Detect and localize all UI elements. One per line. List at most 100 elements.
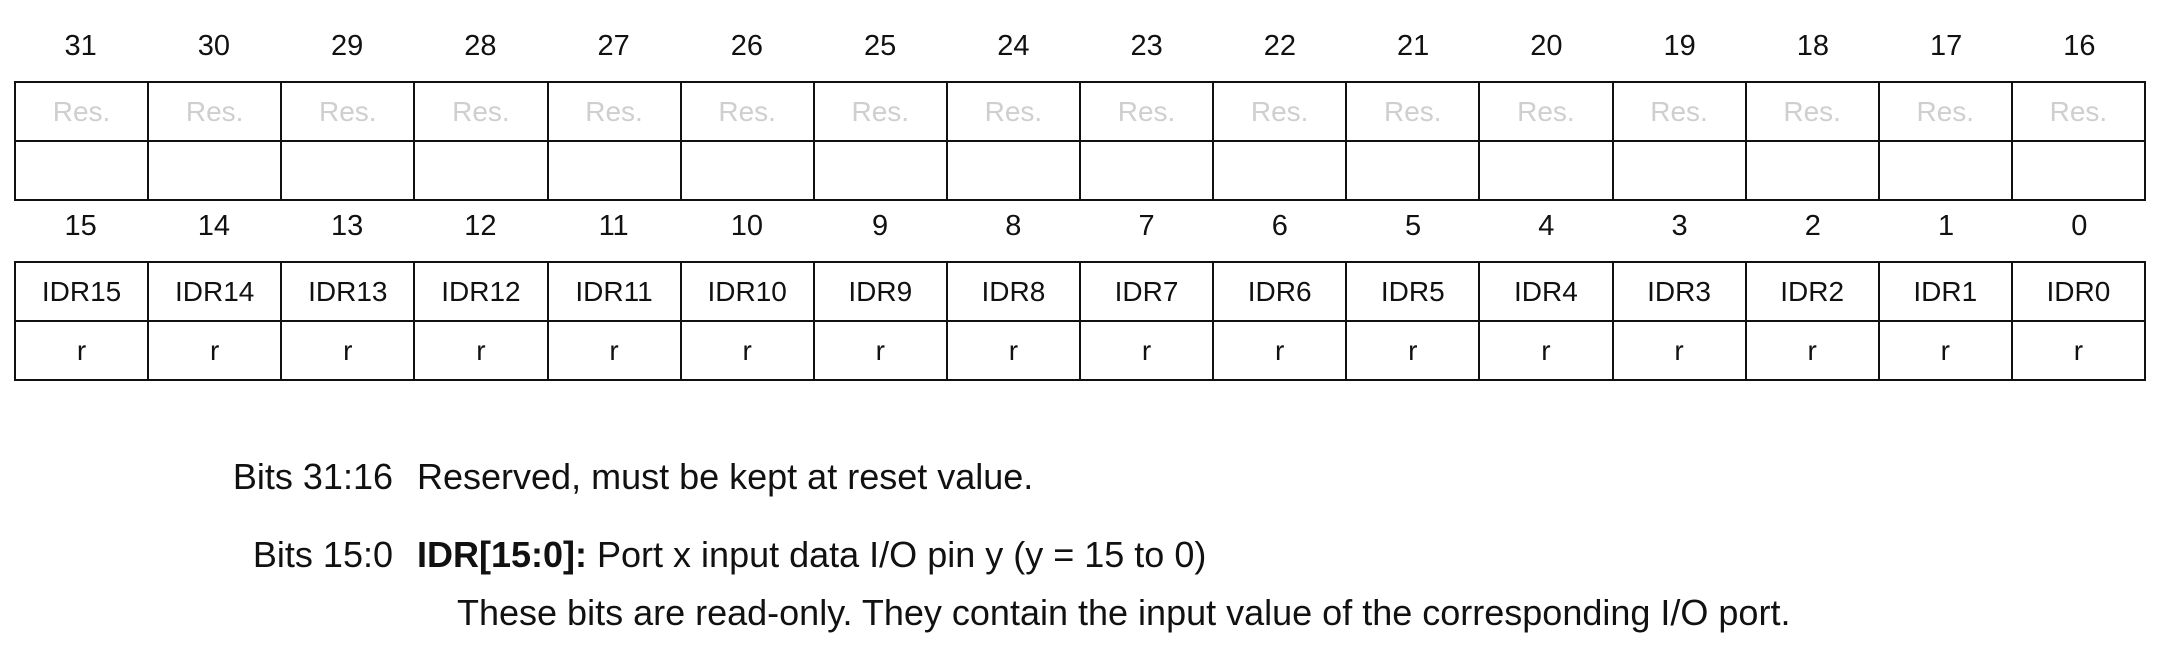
idr-access-cell: r (147, 320, 283, 381)
idr-access-cell: r (1744, 320, 1880, 381)
reserved-access-cell (280, 140, 416, 201)
lower-bit-number: 9 (872, 210, 889, 242)
reserved-field-cell: Res. (1744, 81, 1880, 142)
reserved-field-cell: Res. (1478, 81, 1614, 142)
lower-bit-number: 8 (1005, 210, 1022, 242)
upper-bit-number: 17 (1929, 30, 1963, 62)
idr-field-summary: Port x input data I/O pin y (y = 15 to 0… (587, 534, 1207, 575)
reserved-field-cell: Res. (2010, 81, 2147, 142)
reserved-access-cell (13, 140, 150, 201)
upper-register-table: Res.Res.Res.Res.Res.Res.Res.Res.Res.Res.… (13, 81, 2147, 201)
idr-access-cell: r (2010, 320, 2147, 381)
reserved-access-cell (413, 140, 549, 201)
idr-access-cell: r (812, 320, 948, 381)
reserved-access-cell (147, 140, 283, 201)
idr-access-cell: r (1212, 320, 1348, 381)
idr-field-cell: IDR6 (1212, 261, 1348, 322)
reserved-access-cell (812, 140, 948, 201)
idr-access-cell: r (413, 320, 549, 381)
reserved-access-cell (1212, 140, 1348, 201)
lower-bit-number: 1 (1938, 210, 1955, 242)
idr-field-cell: IDR5 (1345, 261, 1481, 322)
reserved-access-cell (945, 140, 1082, 201)
lower-bit-number: 14 (197, 210, 230, 242)
reserved-access-cell (1611, 140, 1747, 201)
idr-access-cell: r (280, 320, 416, 381)
idr-field-cell: IDR15 (13, 261, 150, 322)
reserved-field-cell: Res. (1345, 81, 1481, 142)
idr-access-cell: r (679, 320, 815, 381)
idr-field-cell: IDR11 (546, 261, 682, 322)
idr-field-cell: IDR13 (280, 261, 416, 322)
idr-field-cell: IDR0 (2010, 261, 2147, 322)
idr-bits-detail: These bits are read-only. They contain t… (457, 592, 1791, 633)
upper-bit-number: 30 (197, 30, 230, 62)
upper-bit-number: 25 (863, 30, 897, 62)
idr-bits-description: IDR[15:0]: Port x input data I/O pin y (… (417, 534, 1206, 576)
upper-bit-number: 31 (64, 30, 97, 62)
reserved-field-cell: Res. (413, 81, 549, 142)
idr-access-cell: r (1078, 320, 1215, 381)
idr-access-cell: r (13, 320, 150, 381)
idr-access-cell: r (1877, 320, 2013, 381)
reserved-access-cell (1345, 140, 1481, 201)
idr-field-cell: IDR1 (1877, 261, 2013, 322)
upper-bit-number: 19 (1663, 30, 1696, 62)
upper-bit-number: 29 (330, 30, 364, 62)
idr-field-cell: IDR3 (1611, 261, 1747, 322)
lower-bit-number: 0 (2071, 210, 2088, 242)
upper-bit-number: 21 (1396, 30, 1430, 62)
lower-bit-number: 15 (64, 210, 97, 242)
reserved-field-cell: Res. (280, 81, 416, 142)
reserved-access-cell (1877, 140, 2013, 201)
reserved-bits-description: Reserved, must be kept at reset value. (417, 456, 1034, 497)
upper-bit-number: 28 (464, 30, 497, 62)
idr-access-cell: r (1611, 320, 1747, 381)
lower-bit-number: 10 (730, 210, 763, 242)
idr-field-cell: IDR2 (1744, 261, 1880, 322)
reserved-field-cell: Res. (679, 81, 815, 142)
reserved-access-cell (1078, 140, 1215, 201)
lower-bit-number: 5 (1405, 210, 1422, 242)
idr-access-cell: r (1478, 320, 1614, 381)
lower-bit-number: 12 (464, 210, 497, 242)
lower-bit-number: 13 (330, 210, 364, 242)
reserved-field-cell: Res. (546, 81, 682, 142)
reserved-access-cell (1478, 140, 1614, 201)
upper-bit-number: 23 (1130, 30, 1163, 62)
reserved-access-cell (546, 140, 682, 201)
reserved-field-cell: Res. (1212, 81, 1348, 142)
reserved-field-cell: Res. (147, 81, 283, 142)
upper-bit-number: 20 (1530, 30, 1563, 62)
reserved-bits-label: Bits 31:16 (232, 456, 393, 497)
upper-bit-number: 26 (730, 30, 763, 62)
upper-bit-number: 18 (1796, 30, 1829, 62)
idr-access-cell: r (546, 320, 682, 381)
upper-field-row: Res.Res.Res.Res.Res.Res.Res.Res.Res.Res.… (13, 81, 2147, 142)
lower-bit-number: 2 (1804, 210, 1821, 242)
upper-bit-number: 24 (997, 30, 1030, 62)
idr-field-cell: IDR10 (679, 261, 815, 322)
reserved-access-cell (2010, 140, 2147, 201)
idr-field-cell: IDR9 (812, 261, 948, 322)
reserved-field-cell: Res. (1078, 81, 1215, 142)
idr-field-name: IDR[15:0]: (417, 534, 588, 575)
reserved-field-cell: Res. (1877, 81, 2013, 142)
idr-access-cell: r (945, 320, 1082, 381)
idr-field-cell: IDR14 (147, 261, 283, 322)
reserved-access-cell (679, 140, 815, 201)
reserved-field-cell: Res. (13, 81, 150, 142)
reserved-field-cell: Res. (1611, 81, 1747, 142)
upper-bit-number: 22 (1263, 30, 1296, 62)
upper-bit-number: 16 (2063, 30, 2096, 62)
idr-field-cell: IDR12 (413, 261, 549, 322)
idr-field-cell: IDR8 (945, 261, 1082, 322)
reserved-access-cell (1744, 140, 1880, 201)
lower-bit-number: 11 (598, 210, 629, 242)
idr-bits-label: Bits 15:0 (252, 534, 393, 575)
